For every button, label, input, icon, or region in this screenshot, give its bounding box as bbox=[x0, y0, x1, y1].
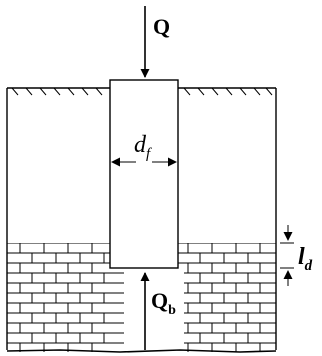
base-resistance-label: Qb bbox=[151, 288, 176, 318]
base-resistance-clearing bbox=[124, 268, 184, 352]
pile bbox=[109, 79, 179, 269]
ground-surface-left bbox=[7, 87, 110, 96]
bottom-edge bbox=[6, 349, 277, 353]
ground-surface-right bbox=[178, 87, 276, 96]
diameter-label: df bbox=[134, 132, 152, 162]
embedment-dimension bbox=[280, 225, 294, 286]
embedment-label: ld bbox=[298, 244, 313, 274]
load-label: Q bbox=[153, 14, 170, 39]
